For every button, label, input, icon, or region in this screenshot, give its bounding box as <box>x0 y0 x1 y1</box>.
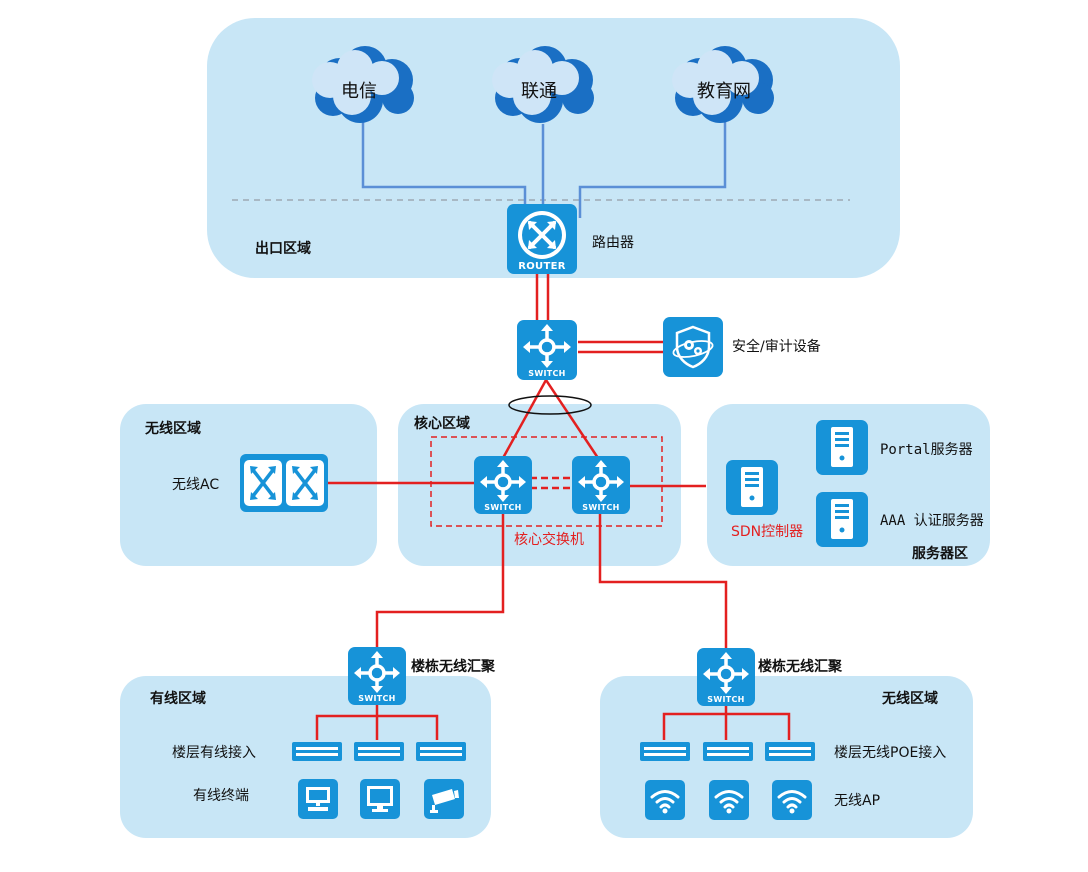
portal-server <box>816 420 868 475</box>
security-device <box>663 317 723 377</box>
wired-terminal-label: 有线终端 <box>193 788 249 804</box>
switch-icon <box>703 652 749 694</box>
desktop-pc <box>298 779 338 819</box>
top-switch-caption: SWITCH <box>528 369 566 378</box>
monitor <box>360 779 400 819</box>
switch-icon <box>523 324 571 368</box>
agg-right-label: 楼栋无线汇聚 <box>758 659 842 675</box>
wireless-ac <box>240 454 328 512</box>
router-icon <box>518 211 566 259</box>
wireless-ac-icon <box>244 460 324 506</box>
wired-zone-label: 有线区域 <box>150 691 206 707</box>
server-icon <box>741 467 763 507</box>
core-zone-label: 核心区域 <box>414 416 470 432</box>
floor-poe-label: 楼层无线POE接入 <box>834 745 947 761</box>
cloud-edu-label: 教育网 <box>697 81 751 102</box>
floor-switch-poe-2 <box>703 742 753 761</box>
wireless-ap-label: 无线AP <box>834 793 881 809</box>
aaa-label: AAA 认证服务器 <box>880 513 984 529</box>
monitor-icon <box>367 786 393 812</box>
portal-label: Portal服务器 <box>880 442 973 458</box>
security-label: 安全/审计设备 <box>732 339 821 355</box>
core-switch-right: SWITCH <box>572 456 630 514</box>
agg-switch-left-caption: SWITCH <box>358 694 396 703</box>
core-switch-left: SWITCH <box>474 456 532 514</box>
link-edu-router <box>578 120 727 218</box>
link-top-switch-core-right <box>544 379 600 459</box>
cloud-unicom-label: 联通 <box>521 81 557 102</box>
wifi-icon <box>650 790 680 814</box>
core-switch-label: 核心交换机 <box>514 532 584 548</box>
floor-switch-poe-1 <box>640 742 690 761</box>
agg-switch-right-caption: SWITCH <box>707 695 745 704</box>
wifi-icon <box>777 790 807 814</box>
desktop-icon <box>306 787 330 811</box>
link-core-agg-right <box>598 513 728 650</box>
sdn-label: SDN控制器 <box>731 524 804 540</box>
link-telecom-router <box>361 120 527 218</box>
ap-1 <box>645 780 685 820</box>
router-caption: ROUTER <box>518 261 566 272</box>
switch-icon <box>354 651 400 693</box>
switch-icon <box>480 460 526 502</box>
camera <box>424 779 464 819</box>
wireless-ac-label: 无线AC <box>172 477 220 493</box>
wifi-icon <box>714 790 744 814</box>
link-core-agg-left <box>375 513 505 648</box>
aaa-server <box>816 492 868 547</box>
wireless-zone-bottom-label: 无线区域 <box>882 691 938 707</box>
core-switch-left-caption: SWITCH <box>484 503 522 512</box>
core-switch-right-caption: SWITCH <box>582 503 620 512</box>
sdn-controller <box>726 460 778 515</box>
shield-icon <box>672 325 714 369</box>
camera-icon <box>430 789 459 813</box>
agg-switch-left: SWITCH <box>348 647 406 705</box>
agg-left-label: 楼栋无线汇聚 <box>411 659 495 675</box>
router: ROUTER <box>507 204 577 274</box>
floor-switch-wired-1 <box>292 742 342 761</box>
link-top-switch-core-left <box>501 379 548 459</box>
ap-2 <box>709 780 749 820</box>
floor-switch-wired-2 <box>354 742 404 761</box>
agg-switch-right: SWITCH <box>697 648 755 706</box>
router-label: 路由器 <box>592 235 634 251</box>
server-icon <box>831 499 853 539</box>
server-icon <box>831 427 853 467</box>
core-switch-group-box <box>430 436 663 527</box>
floor-switch-poe-3 <box>765 742 815 761</box>
floor-switch-wired-3 <box>416 742 466 761</box>
wireless-zone-top-label: 无线区域 <box>145 421 201 437</box>
floor-wired-label: 楼层有线接入 <box>172 745 256 761</box>
top-switch: SWITCH <box>517 320 577 380</box>
link-aggregation-ellipse <box>508 395 592 415</box>
server-zone-label: 服务器区 <box>912 546 968 562</box>
cloud-telecom-label: 电信 <box>341 81 377 102</box>
switch-icon <box>578 460 624 502</box>
ap-3 <box>772 780 812 820</box>
exit-zone-label: 出口区域 <box>255 241 311 257</box>
